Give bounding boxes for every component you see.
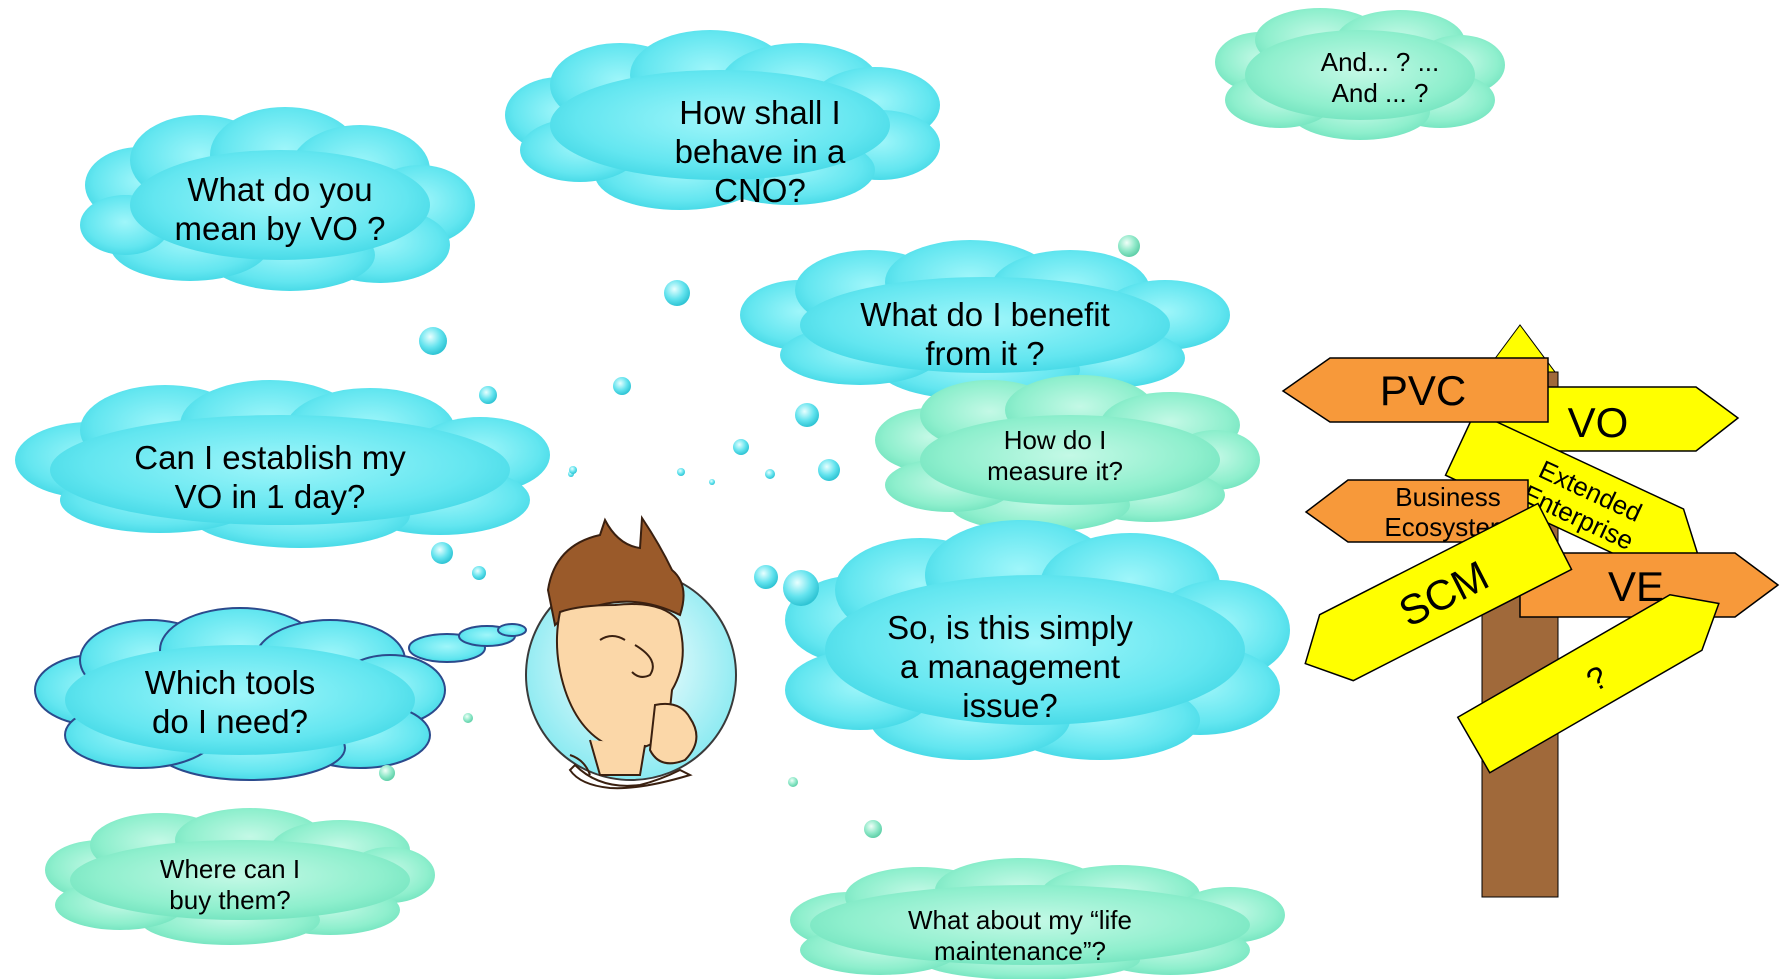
- cloud-text-c8: Which tools do I need?: [144, 664, 316, 740]
- cloud-c6: [875, 375, 1260, 532]
- cloud-text-c7: So, is this simply a management issue?: [887, 609, 1133, 724]
- cloud-c2: [505, 30, 940, 210]
- cloud-text-c9: Where can I buy them?: [159, 854, 301, 915]
- sign-ve: [1519, 552, 1780, 618]
- cloud-text-c3: And... ? ... And ... ?: [1320, 46, 1440, 108]
- cloud-c1: [80, 107, 475, 291]
- sign-ve-label: VE: [1608, 563, 1664, 610]
- sign-extended-enterprise: Extended Enterprise: [1444, 410, 1699, 574]
- cloud-c10: [790, 858, 1285, 979]
- cloud-c5: [15, 380, 550, 548]
- sign-business-label: Business: [1395, 482, 1501, 512]
- cloud-text-c4: What do I benefit from it ?: [860, 296, 1110, 372]
- cloud-text-c1: What do you mean by VO ?: [174, 171, 386, 247]
- signpost: VO Extended Enterprise PVC Business Ecos…: [1281, 324, 1780, 898]
- sign-pvc: [1281, 357, 1549, 423]
- sign-vo-label: VO: [1568, 399, 1629, 446]
- cloud-c9: [45, 808, 435, 945]
- cloud-text-c5: Can I establish my VO in 1 day?: [134, 438, 406, 515]
- sign-question: ?: [1456, 594, 1720, 774]
- thought-bubbles: [379, 235, 1140, 838]
- sign-pvc-label: PVC: [1380, 367, 1466, 414]
- cloud-text-c2: How shall I behave in a CNO?: [674, 94, 846, 209]
- cloud-text-c6: How do I measure it?: [987, 424, 1123, 486]
- cloud-c7: [785, 520, 1290, 760]
- cloud-c3: [1215, 8, 1505, 140]
- cloud-text-c10: What about my “life maintenance”?: [908, 904, 1132, 966]
- cloud-c8: [34, 607, 527, 781]
- thinking-man-illustration: [525, 514, 737, 790]
- cloud-c4: [740, 240, 1230, 400]
